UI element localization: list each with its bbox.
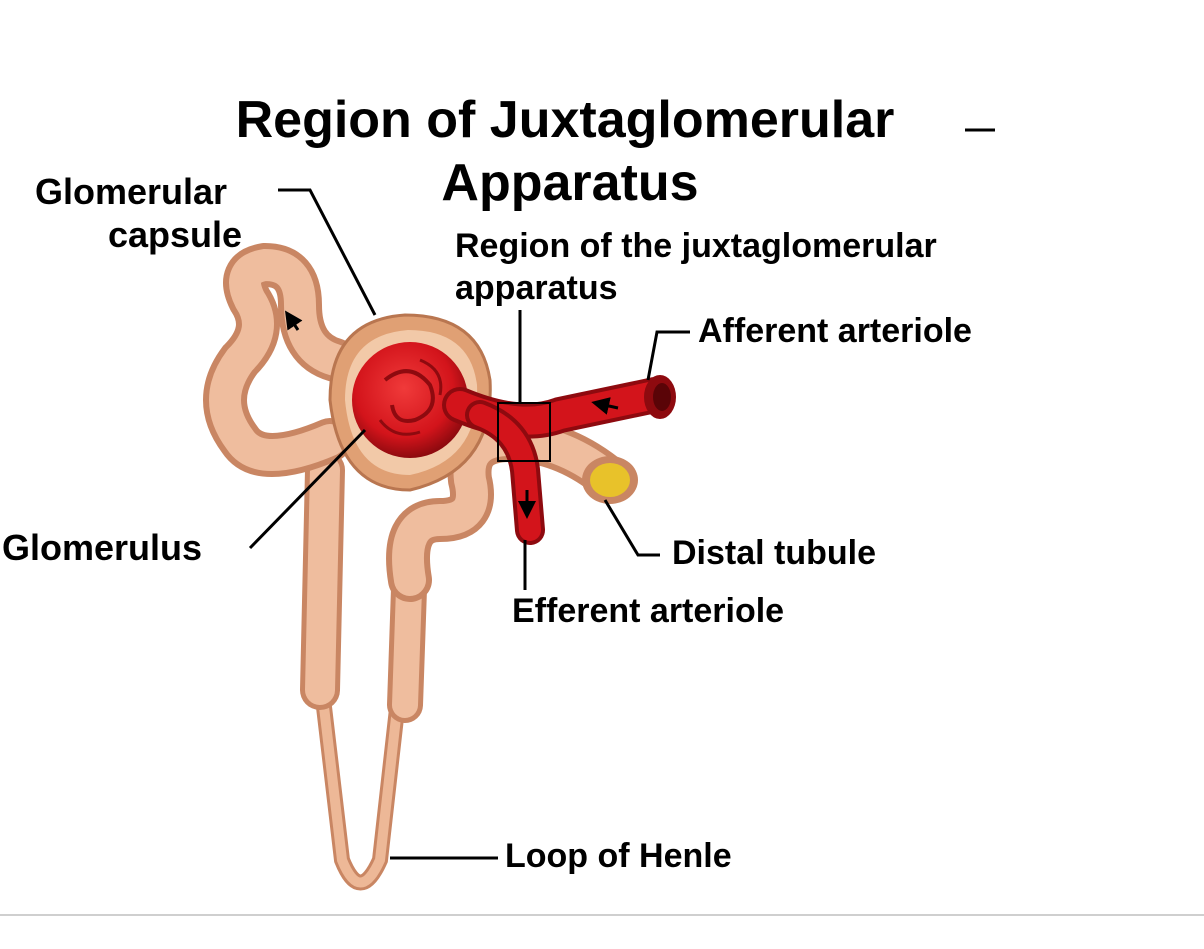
label-afferent-arteriole: Afferent arteriole <box>698 313 972 350</box>
glomerulus-ball <box>352 342 468 458</box>
jga-region-box <box>497 402 551 462</box>
diagram-title-line1: Region of Juxtaglomerular <box>235 91 895 149</box>
label-glomerulus: Glomerulus <box>2 527 203 568</box>
label-efferent-arteriole: Efferent arteriole <box>512 592 785 630</box>
label-jga-region-1: Region of the juxtaglomerular <box>455 228 937 265</box>
flow-arrow-icon <box>591 397 619 415</box>
label-glomerular-capsule-2: capsule <box>108 214 243 255</box>
label-distal-tubule: Distal tubule <box>672 534 877 572</box>
label-glomerular-capsule-1: Glomerular <box>35 171 228 212</box>
label-jga-region-2: apparatus <box>455 269 618 307</box>
diagram-title-line2: Apparatus <box>441 154 699 212</box>
label-loop-of-henle: Loop of Henle <box>505 837 732 875</box>
leader-lines <box>248 128 995 860</box>
